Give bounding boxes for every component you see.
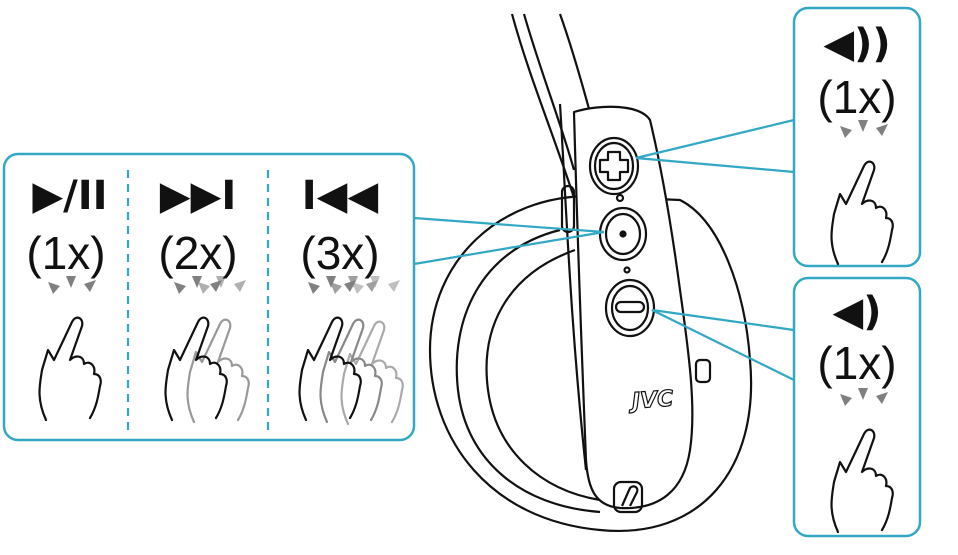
volume-down-icon: ◀) [832,289,882,335]
skip-back-icon: I◀◀ [301,173,379,219]
headphone-illustration [428,13,753,533]
top-right-panel [792,6,922,268]
volume-down-count: (1x) [817,337,897,389]
count-label-2x: (2x) [158,227,238,279]
skip-forward-icon: ▶▶I [159,173,237,219]
housing-edge [558,103,588,471]
headband-inner [522,13,576,171]
count-label-3x: (3x) [300,227,380,279]
count-label-1x: (1x) [26,227,106,279]
play-pause-icon: ▶/II [32,173,108,219]
volume-up-count: (1x) [817,71,897,123]
volume-up-icon: ◀)) [823,21,891,67]
jvc-logo: JVC [631,386,675,415]
connector-plus [635,118,795,174]
connector-minus [651,308,795,381]
center-button[interactable] [598,206,648,262]
led [694,358,712,384]
r-badge-icon [612,480,644,514]
earcup-pad-ring [455,228,601,514]
plus-button[interactable] [588,136,640,196]
left-panel [2,152,416,442]
earcup-ring2 [485,248,601,502]
bottom-right-panel [792,276,922,538]
minus-button[interactable] [604,278,656,338]
connector-center [413,216,605,266]
side-slot [560,184,576,234]
